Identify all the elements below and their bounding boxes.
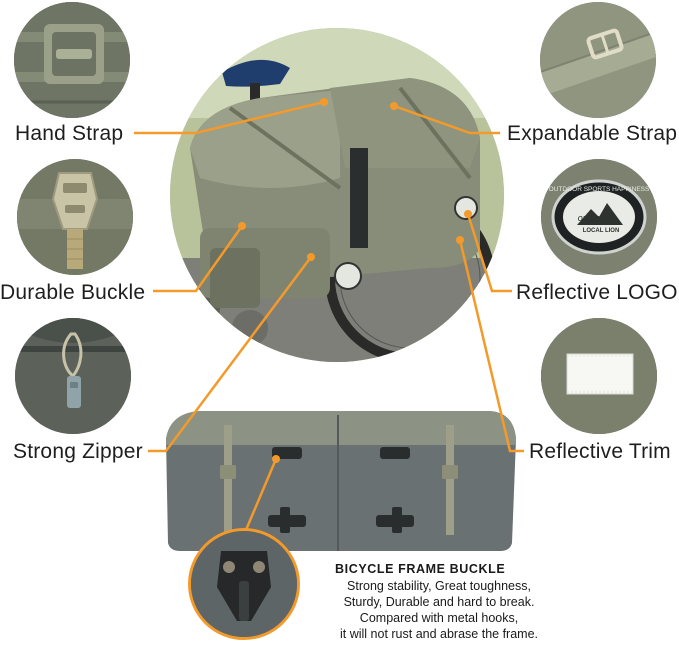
pannier-bag-back-view-image [160,405,520,555]
frame-buckle-line: Sturdy, Durable and hard to break. [343,595,535,609]
hand-strap-label: Hand Strap [15,122,124,145]
frame-buckle-line: Compared with metal hooks, [359,611,519,625]
logo-brand-line2: LOCAL LION [583,228,620,234]
reflective-logo-detail-image: OUTDOOR SPORTS HAPPINESS outdoor LOCAL L… [541,159,657,275]
reflective-logo-label: Reflective LOGO [516,281,678,304]
frame-buckle-description: Strong stability, Great toughness, Sturd… [314,578,564,642]
strong-zipper-detail-image [15,318,131,434]
durable-buckle-label: Durable Buckle [0,281,146,304]
expandable-strap-label: Expandable Strap [507,122,678,145]
frame-buckle-title: BICYCLE FRAME BUCKLE [335,562,506,576]
logo-top-text: OUTDOOR SPORTS HAPPINESS [549,186,650,193]
frame-buckle-line: Strong stability, Great toughness, [347,579,531,593]
pannier-bag-on-bike-image [170,28,504,362]
expandable-strap-detail-image [540,2,656,118]
frame-buckle-detail-image [188,528,300,640]
frame-buckle-line: it will not rust and abrase the frame. [339,627,538,641]
reflective-trim-detail-image [541,318,657,434]
strong-zipper-label: Strong Zipper [13,440,143,463]
reflective-trim-label: Reflective Trim [529,440,671,463]
hand-strap-detail-image [14,2,130,118]
logo-brand-line1: outdoor [578,213,610,223]
durable-buckle-detail-image [17,159,133,275]
